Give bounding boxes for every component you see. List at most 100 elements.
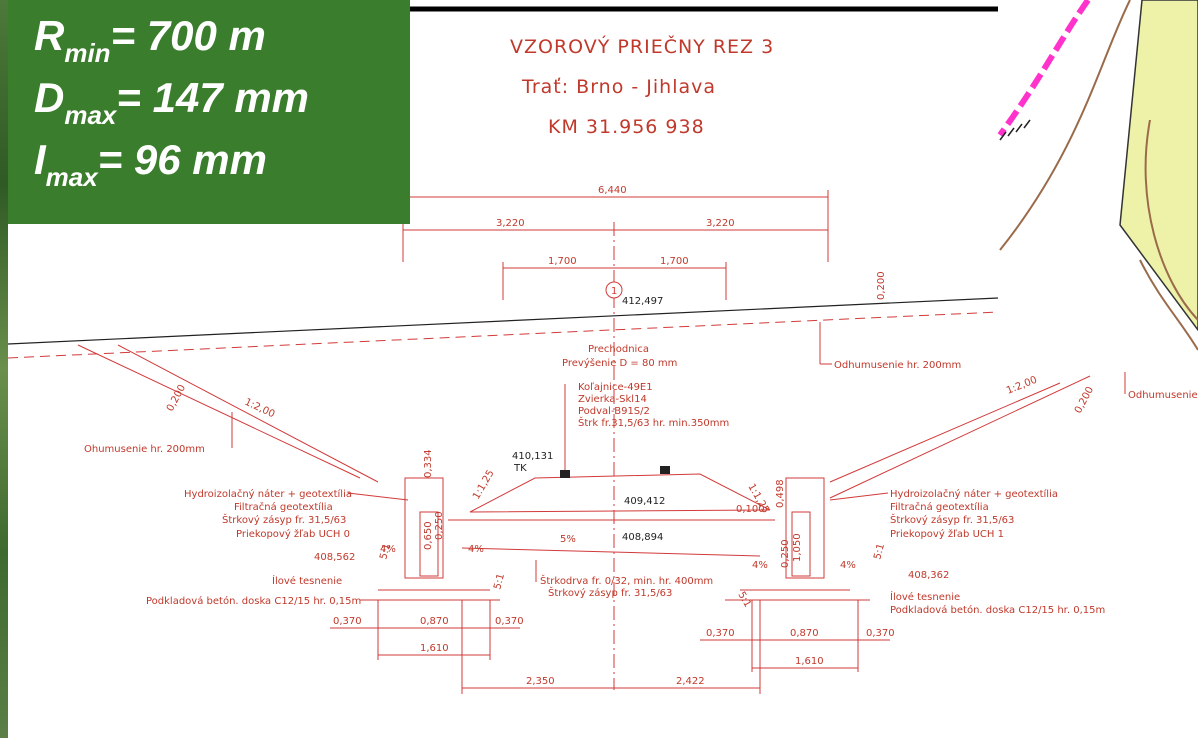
- note-podval: Podval-B91S/2: [578, 406, 650, 417]
- drain-right: [785, 477, 825, 579]
- level-left: 408,562: [314, 552, 355, 563]
- slope-right-inner: [829, 375, 1091, 499]
- note-podklad-right: Podkladová betón. doska C12/15 hr. 0,15m: [890, 604, 1105, 616]
- r-min-value: = 700 m: [110, 12, 266, 59]
- pct-left2: 4%: [468, 544, 484, 555]
- dim-slope-right: 0,200: [1073, 385, 1096, 415]
- note-hydro-left: Hydroizolačný náter + geotextília: [184, 488, 352, 500]
- i-max-symbol: I: [34, 136, 46, 183]
- note-hydro-right: Hydroizolačný náter + geotextília: [890, 488, 1058, 500]
- drain-left-inner: [419, 511, 439, 577]
- note-ohumusenie-left: Ohumusenie hr. 200mm: [84, 444, 205, 455]
- leader-hydro-right: [829, 492, 889, 501]
- pct-left: 4%: [380, 544, 396, 555]
- r-min-symbol: R: [34, 12, 65, 59]
- dim-c1: 0,370: [706, 628, 735, 639]
- axis-marker-circle: [605, 281, 623, 299]
- map-fragment: [997, 0, 1198, 351]
- note-priekop-left: Priekopový žľab UCH 0: [236, 528, 350, 540]
- note-strkovy-center: Štrkový zásyp fr. 31,5/63: [548, 586, 672, 599]
- note-prechodnica: Prechodnica: [588, 344, 649, 355]
- slope-foot-left-label: 5:1: [492, 572, 507, 590]
- subgrade-base: [461, 547, 761, 557]
- map-pink-line: [997, 0, 1091, 137]
- note-strk: Štrk fr.31,5/63 hr. min.350mm: [578, 416, 729, 429]
- slope-drain-right-label: 5:1: [872, 542, 887, 560]
- level-right: 408,362: [908, 570, 949, 581]
- i-max-subscript: max: [45, 162, 98, 192]
- slope-inner-left-label: 1:1,25: [471, 468, 497, 501]
- map-brown-line-3: [1139, 259, 1198, 351]
- ballast-bed: [469, 473, 771, 513]
- dim-bottom-right: 2,422: [676, 676, 705, 687]
- drain-right-inner: [791, 511, 811, 577]
- note-priekop-right: Priekopový žľab UCH 1: [890, 528, 1004, 540]
- slope-left-outer: [77, 344, 361, 479]
- note-zvierka: Zvierka-Skl14: [578, 394, 647, 405]
- i-max-value: = 96 mm: [97, 136, 267, 183]
- dim-total: 6,440: [598, 185, 627, 196]
- note-strkovy-right: Štrkový zásyp fr. 31,5/63: [890, 513, 1014, 526]
- pct-right2: 4%: [840, 560, 856, 571]
- dim-b3: 0,370: [495, 616, 524, 627]
- dim-h-left3: 0,250: [434, 511, 445, 540]
- dim-h-right1: 0,498: [775, 479, 786, 508]
- map-hatched-area: [1119, 0, 1198, 332]
- note-odhumusenie-far: Odhumusenie hr.: [1128, 390, 1198, 401]
- level-tk-label: TK: [513, 463, 527, 474]
- r-min-stat: Rmin= 700 m: [34, 12, 266, 69]
- slope-right-label: 1:2,00: [1005, 375, 1039, 397]
- dim-h-right-top: 0,200: [876, 271, 887, 300]
- dim-c3: 0,370: [866, 628, 895, 639]
- dim-h-right4: 0,250: [780, 539, 791, 568]
- dim-h-left: 0,334: [423, 449, 434, 478]
- dim-q-left: 1,700: [548, 256, 577, 267]
- note-kolajnice: Koľajnice-49E1: [578, 382, 653, 393]
- drain-left: [404, 477, 444, 579]
- note-filtr-left: Filtračná geotextília: [234, 501, 333, 513]
- slope-left-inner: [117, 344, 379, 483]
- level-top: 412,497: [622, 296, 663, 307]
- slope-right-outer: [829, 382, 1061, 483]
- rail-right-icon: [660, 466, 670, 474]
- map-brown-line-1: [999, 0, 1131, 251]
- level-base: 408,894: [622, 532, 663, 543]
- dim-q-right: 1,700: [660, 256, 689, 267]
- dim-h-left2: 0,650: [423, 521, 434, 550]
- pct-right: 4%: [752, 560, 768, 571]
- pct-center: 5%: [560, 534, 576, 545]
- drawing-route: Trať: Brno - Jihlava: [522, 76, 717, 98]
- r-min-subscript: min: [64, 38, 111, 68]
- d-max-stat: Dmax= 147 mm: [34, 74, 309, 131]
- d-max-subscript: max: [64, 100, 117, 130]
- slope-foot-right-label: 5:1: [735, 590, 753, 609]
- dim-half-left: 3,220: [496, 218, 525, 229]
- leader-hydro-left: [347, 492, 409, 501]
- d-max-value: = 147 mm: [116, 74, 310, 121]
- rail-left-icon: [560, 470, 570, 478]
- dim-h-right3: 1,050: [792, 533, 803, 562]
- dim-c2: 0,870: [790, 628, 819, 639]
- ground-line: [7, 297, 999, 345]
- dim-h-right2: 0,100: [736, 504, 765, 515]
- d-max-symbol: D: [34, 74, 65, 121]
- dim-b2: 0,870: [420, 616, 449, 627]
- note-strkovy-left: Štrkový zásyp fr. 31,5/63: [222, 513, 346, 526]
- note-ilove-left: Ílové tesnenie: [272, 574, 342, 587]
- parameters-box: [8, 0, 410, 224]
- level-mid: 409,412: [624, 496, 665, 507]
- note-podklad-left: Podkladová betón. doska C12/15 hr. 0,15m: [146, 595, 361, 607]
- dim-b4: 1,610: [420, 643, 449, 654]
- axis-marker-label: 1: [611, 286, 617, 297]
- dim-half-right: 3,220: [706, 218, 735, 229]
- map-brown-line-2: [1144, 119, 1198, 321]
- map-hatch-ticks: [999, 119, 1031, 141]
- note-ilove-right: Ílové tesnenie: [890, 590, 960, 603]
- dim-c4: 1,610: [795, 656, 824, 667]
- left-edge-photo-strip: [0, 0, 8, 738]
- dim-b1: 0,370: [333, 616, 362, 627]
- level-tk: 410,131: [512, 451, 553, 462]
- drawing-km: KM 31.956 938: [548, 116, 705, 138]
